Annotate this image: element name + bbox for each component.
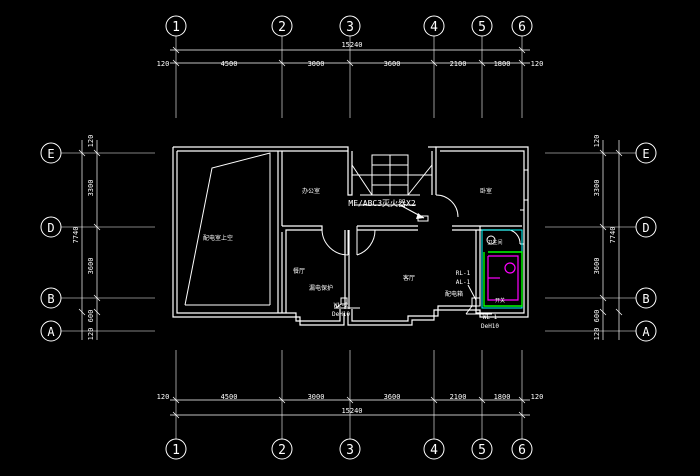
- room-label-office: 办公室: [302, 187, 320, 195]
- left-edge-top: 120: [87, 135, 95, 148]
- right-span-1: 3300: [593, 180, 601, 197]
- label-wl2-sub: DeH10: [332, 311, 350, 318]
- label-wl2: WL-2: [334, 302, 349, 309]
- left-axis-bubbles: E D B A: [40, 142, 62, 342]
- bottom-span-3: 3600: [384, 393, 401, 401]
- label-rl1: RL-1: [456, 270, 471, 277]
- axis-label-E-right: E: [642, 147, 649, 161]
- top-span-4: 2100: [450, 60, 467, 68]
- bottom-span-1: 4500: [221, 393, 238, 401]
- left-total: 7740: [72, 227, 80, 244]
- label-wl1: WL-1: [483, 314, 498, 321]
- building-walls: [172, 146, 529, 326]
- room-label-toilet: 卫生间: [487, 239, 502, 246]
- axis-label-5-top: 5: [478, 20, 486, 35]
- top-edge-left: 120: [157, 60, 170, 68]
- axis-label-5-bottom: 5: [478, 443, 486, 458]
- bottom-axis-bubbles: 1 2 3 4 5 6: [165, 438, 533, 460]
- left-grid-lines: [61, 140, 155, 340]
- axis-label-A-left: A: [47, 325, 55, 339]
- axis-label-E-left: E: [47, 147, 54, 161]
- left-edge-bottom: 120: [87, 328, 95, 341]
- extinguisher-label: MF/ABC3灭火器X2: [348, 199, 416, 208]
- top-span-3: 3600: [384, 60, 401, 68]
- label-small-note: 开关: [495, 297, 505, 304]
- axis-label-B-right: B: [642, 292, 649, 306]
- bottom-dimension-lines: [170, 396, 530, 419]
- left-span-1: 3300: [87, 180, 95, 197]
- room-label-left: 餐厅: [293, 267, 305, 275]
- axis-label-4-bottom: 4: [430, 443, 438, 458]
- box-leaders: [334, 284, 492, 315]
- top-total-dimension: 15240: [341, 41, 362, 49]
- axis-label-B-left: B: [47, 292, 54, 306]
- top-span-1: 4500: [221, 60, 238, 68]
- axis-label-3-bottom: 3: [346, 443, 354, 458]
- right-total: 7740: [609, 227, 617, 244]
- void-room-lines: [184, 152, 271, 306]
- top-span-2: 3000: [308, 60, 325, 68]
- bottom-span-2: 3000: [308, 393, 325, 401]
- axis-label-2-bottom: 2: [278, 443, 286, 458]
- left-span-3: 600: [87, 310, 95, 323]
- top-axis-bubbles: 1 2 3 4 5 6: [165, 15, 533, 37]
- label-panel: 配电箱: [445, 290, 463, 298]
- bottom-grid-lines: [175, 350, 523, 439]
- axis-label-1-top: 1: [172, 20, 180, 35]
- bottom-edge-left: 120: [157, 393, 170, 401]
- bottom-edge-right: 120: [531, 393, 544, 401]
- right-edge-top: 120: [593, 135, 601, 148]
- top-span-5: 1800: [494, 60, 511, 68]
- top-dimension-lines: [170, 46, 530, 67]
- axis-label-4-top: 4: [430, 20, 438, 35]
- extinguisher-leader: [354, 204, 429, 222]
- bottom-span-4: 2100: [450, 393, 467, 401]
- top-edge-right: 120: [531, 60, 544, 68]
- axis-label-A-right: A: [642, 325, 650, 339]
- right-span-3: 600: [593, 310, 601, 323]
- axis-label-D-right: D: [642, 221, 649, 235]
- room-label-left-detail: 漏电保护: [309, 284, 333, 292]
- room-label-main: 客厅: [403, 274, 415, 282]
- room-label-void: 配电室上空: [203, 234, 233, 242]
- bottom-span-5: 1800: [494, 393, 511, 401]
- left-span-2: 3600: [87, 258, 95, 275]
- axis-label-2-top: 2: [278, 20, 286, 35]
- right-grid-lines: [545, 140, 636, 340]
- label-wl1-sub: DeH10: [481, 323, 499, 330]
- axis-label-6-top: 6: [518, 20, 526, 35]
- axis-label-6-bottom: 6: [518, 443, 526, 458]
- electrical-circuit: [340, 229, 523, 309]
- right-edge-bottom: 120: [593, 328, 601, 341]
- right-axis-bubbles: E D B A: [635, 142, 657, 342]
- bottom-total-dimension: 15240: [341, 407, 362, 415]
- label-al1: AL-1: [456, 279, 471, 286]
- room-label-right: 卧室: [480, 187, 492, 195]
- axis-label-D-left: D: [47, 221, 54, 235]
- axis-label-3-top: 3: [346, 20, 354, 35]
- right-span-2: 3600: [593, 258, 601, 275]
- axis-label-1-bottom: 1: [172, 443, 180, 458]
